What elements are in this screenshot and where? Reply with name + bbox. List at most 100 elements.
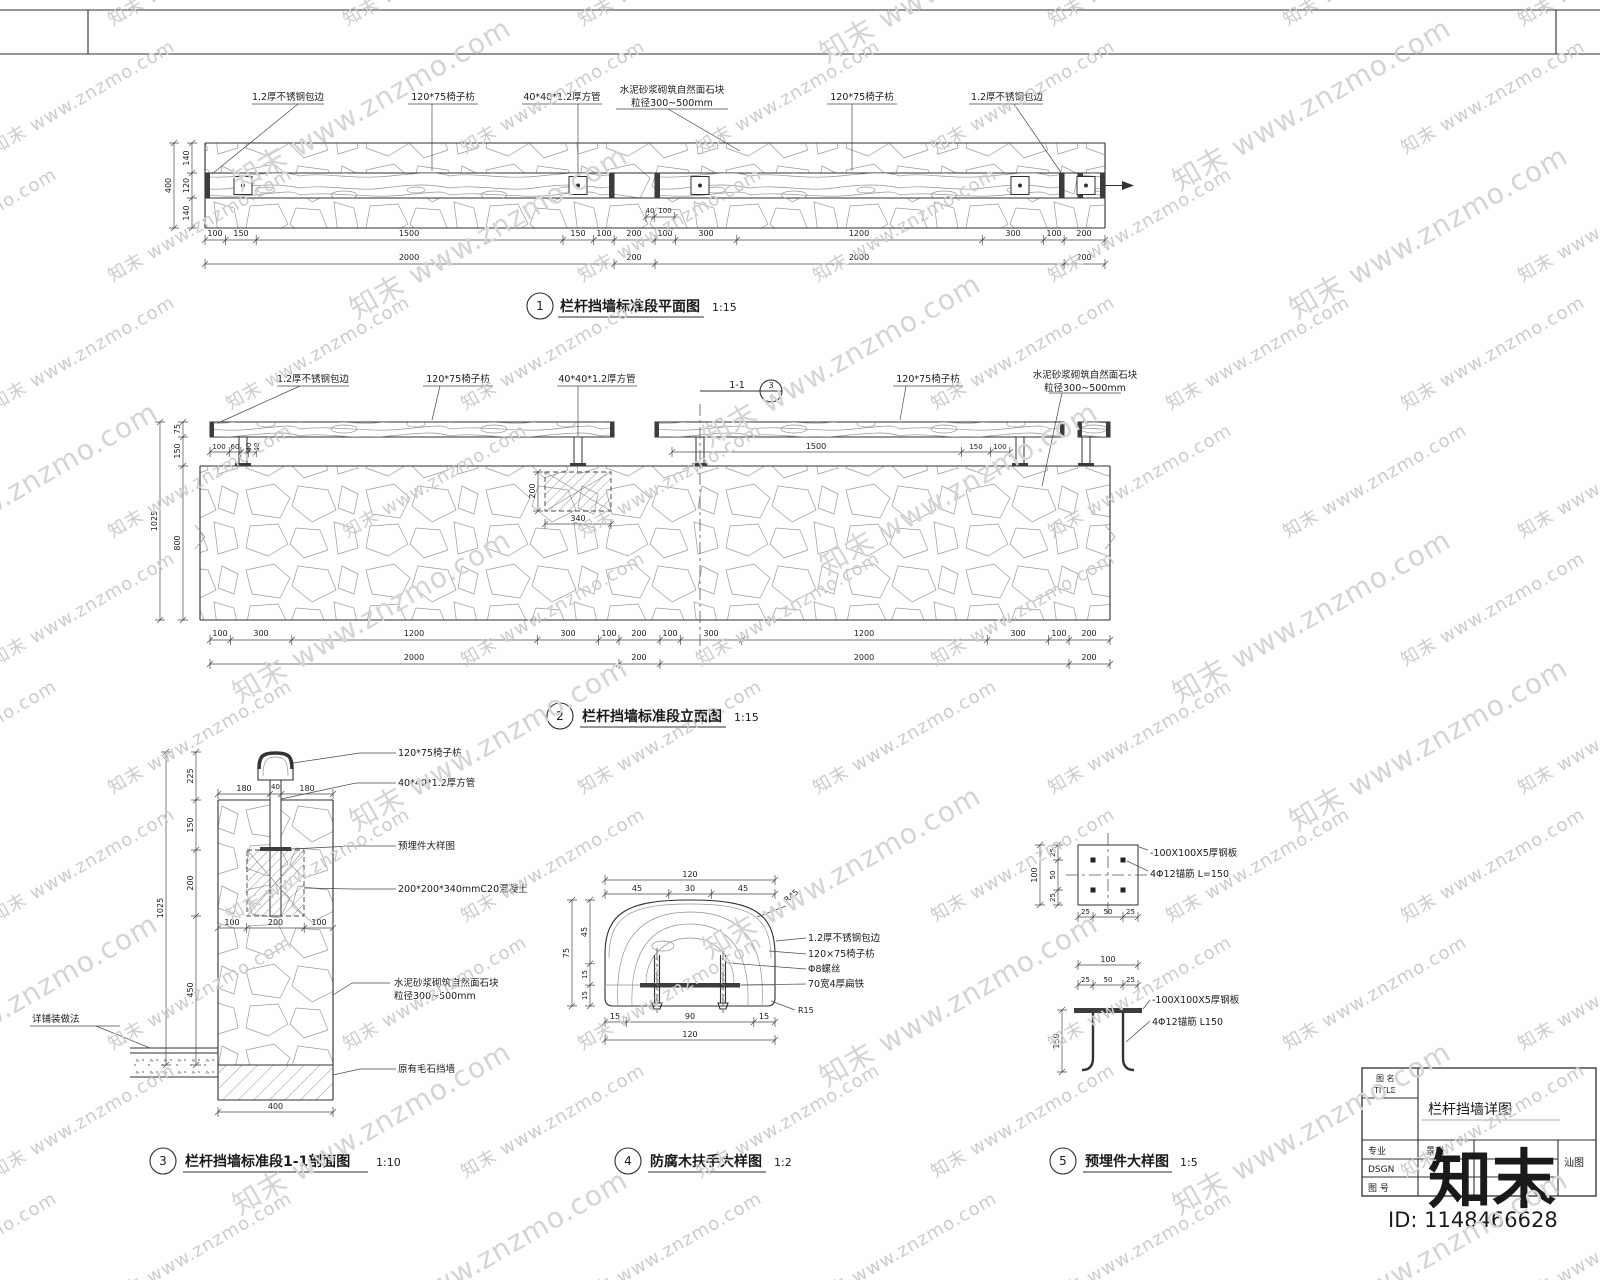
leader-line — [1138, 846, 1149, 851]
dim-text: 75 — [173, 424, 182, 434]
dim-text: 15 — [581, 991, 589, 1000]
embed-dimensions: 25 50 25 100 25 50 25 100 25 50 25 150 — [1030, 841, 1142, 1076]
dim-text: 150 — [233, 229, 248, 238]
dim-text: 100 — [1100, 955, 1115, 964]
view-title: 预埋件大样图 — [1085, 1153, 1169, 1170]
callout-text: 1.2厚不锈钢包边 — [808, 932, 881, 944]
leader-line — [969, 103, 1063, 175]
sect-footing — [246, 849, 305, 917]
plan-rail-1-grain — [205, 173, 614, 198]
steel-edge-inner — [608, 903, 772, 959]
callout-text: 水泥砂浆砌筑自然面石块 — [620, 84, 725, 96]
callout-text: R15 — [798, 1006, 814, 1015]
dim-line — [642, 212, 678, 222]
dim-line — [214, 1107, 337, 1117]
plan-rail-2-grain — [655, 173, 1064, 198]
dim-text: 225 — [186, 768, 195, 783]
callout-text: 120*75椅子枋 — [426, 373, 490, 385]
dim-text: 1025 — [150, 511, 159, 531]
dim-text: 25 — [1126, 976, 1135, 984]
section-view-title: 3 栏杆挡墙标准段1-1剖面图 1:10 — [149, 1147, 401, 1175]
dim-text: 2000 — [399, 253, 419, 262]
section-dimensions: 180 40 180 100 200 100 400 225 150 200 4… — [156, 748, 337, 1117]
dim-text: 450 — [186, 982, 195, 997]
dim-text: 120 — [682, 1030, 697, 1039]
callout-text: 粒径300~500mm — [631, 97, 713, 109]
callout-text: 粒径300~500mm — [1044, 382, 1126, 394]
callout-text: 粒径300~500mm — [394, 990, 476, 1002]
dim-text: 40 — [271, 783, 280, 791]
view-number: 2 — [556, 709, 564, 723]
sect-existing-wall — [218, 1065, 333, 1100]
dim-line — [601, 889, 779, 899]
view-number-bubble — [546, 702, 574, 730]
sect-footing-cross — [246, 849, 305, 917]
plan-leaders — [211, 103, 1063, 175]
sect-steel-cap — [257, 751, 294, 770]
dim-text: 200 — [1076, 253, 1091, 262]
dim-text: 200 — [631, 653, 646, 662]
dim-text: 140 — [182, 150, 191, 165]
dim-text: 300 — [698, 229, 713, 238]
view-number: 1 — [536, 299, 544, 313]
handrail-callouts: R45 1.2厚不锈钢包边 120×75椅子枋 Φ8螺丝 70宽4厚扁铁 R15 — [783, 888, 881, 1015]
drawing-title: 栏杆挡墙详图 — [1428, 1102, 1512, 1118]
handrail-grain — [617, 911, 763, 1007]
embed-callouts: -100X100X5厚钢板 4Φ12锚筋 L=150 -100X100X5厚钢板… — [1150, 847, 1240, 1028]
view-title: 栏杆挡墙标准段立面图 — [582, 708, 722, 725]
dim-text: 120 — [682, 870, 697, 879]
leader-line — [740, 983, 807, 986]
dim-text: 1500 — [399, 229, 419, 238]
view-title: 栏杆挡墙标准段平面图 — [560, 298, 700, 315]
dim-line — [1057, 1006, 1067, 1076]
dim-text: 200 — [1081, 629, 1096, 638]
leader-line — [408, 103, 478, 171]
callout-text: 原有毛石挡墙 — [398, 1063, 456, 1075]
elev-wall-outline — [199, 465, 1111, 621]
dim-text: 100 — [657, 229, 672, 238]
dim-text: 100 — [596, 229, 611, 238]
titleblock-field-value: 景观 — [1426, 1146, 1444, 1157]
dim-text: 25 — [1081, 976, 1090, 984]
sheet-frame — [0, 9, 1600, 55]
callout-text: 40*40*1.2厚方管 — [398, 777, 475, 789]
dim-text: 25 — [1049, 893, 1057, 902]
dim-text: 2000 — [404, 653, 424, 662]
section-callouts: 120*75椅子枋 40*40*1.2厚方管 预埋件大样图 200*200*34… — [32, 747, 528, 1075]
leader-line — [1125, 1020, 1151, 1043]
view-title: 栏杆挡墙标准段1-1剖面图 — [185, 1153, 350, 1170]
callout-text: -100X100X5厚钢板 — [1150, 847, 1238, 859]
view-number-bubble — [1049, 1147, 1077, 1175]
callout-text: -100X100X5厚钢板 — [1152, 994, 1240, 1006]
dim-text: 1200 — [404, 629, 424, 638]
dim-line — [567, 896, 577, 1010]
plan-break-arrow — [1122, 181, 1134, 190]
elevation-view: 3 1-1 100 60 40 40 1500 150 100 200 340 … — [150, 369, 1138, 730]
dim-line — [201, 259, 1109, 269]
elev-rail-3-grain — [1078, 422, 1110, 437]
dim-text: 180 — [299, 784, 314, 793]
dim-line — [1074, 912, 1142, 922]
leader-line — [775, 937, 807, 942]
elev-wall — [200, 466, 1110, 620]
callout-text: 120*75椅子枋 — [896, 373, 960, 385]
elev-posts — [235, 436, 1094, 467]
leader-line — [827, 103, 897, 171]
dim-text: 300 — [1005, 229, 1020, 238]
dim-text: 100 — [1046, 229, 1061, 238]
leader-line — [217, 385, 349, 424]
dim-line — [206, 659, 1114, 669]
callout-text: 水泥砂浆砌筑自然面石块 — [394, 977, 499, 989]
dim-text: 200 — [631, 629, 646, 638]
leader-line — [756, 905, 787, 918]
dim-line — [651, 1002, 663, 1010]
dim-text: 1500 — [806, 442, 826, 451]
view-scale: 1:5 — [1180, 1156, 1198, 1169]
leader-line — [770, 1000, 796, 1011]
dim-text: 90 — [685, 1012, 695, 1021]
dim-text: 45 — [580, 927, 589, 937]
leader-line — [332, 1068, 396, 1076]
dim-text: 50 — [1104, 976, 1113, 984]
leader-line — [280, 782, 396, 800]
